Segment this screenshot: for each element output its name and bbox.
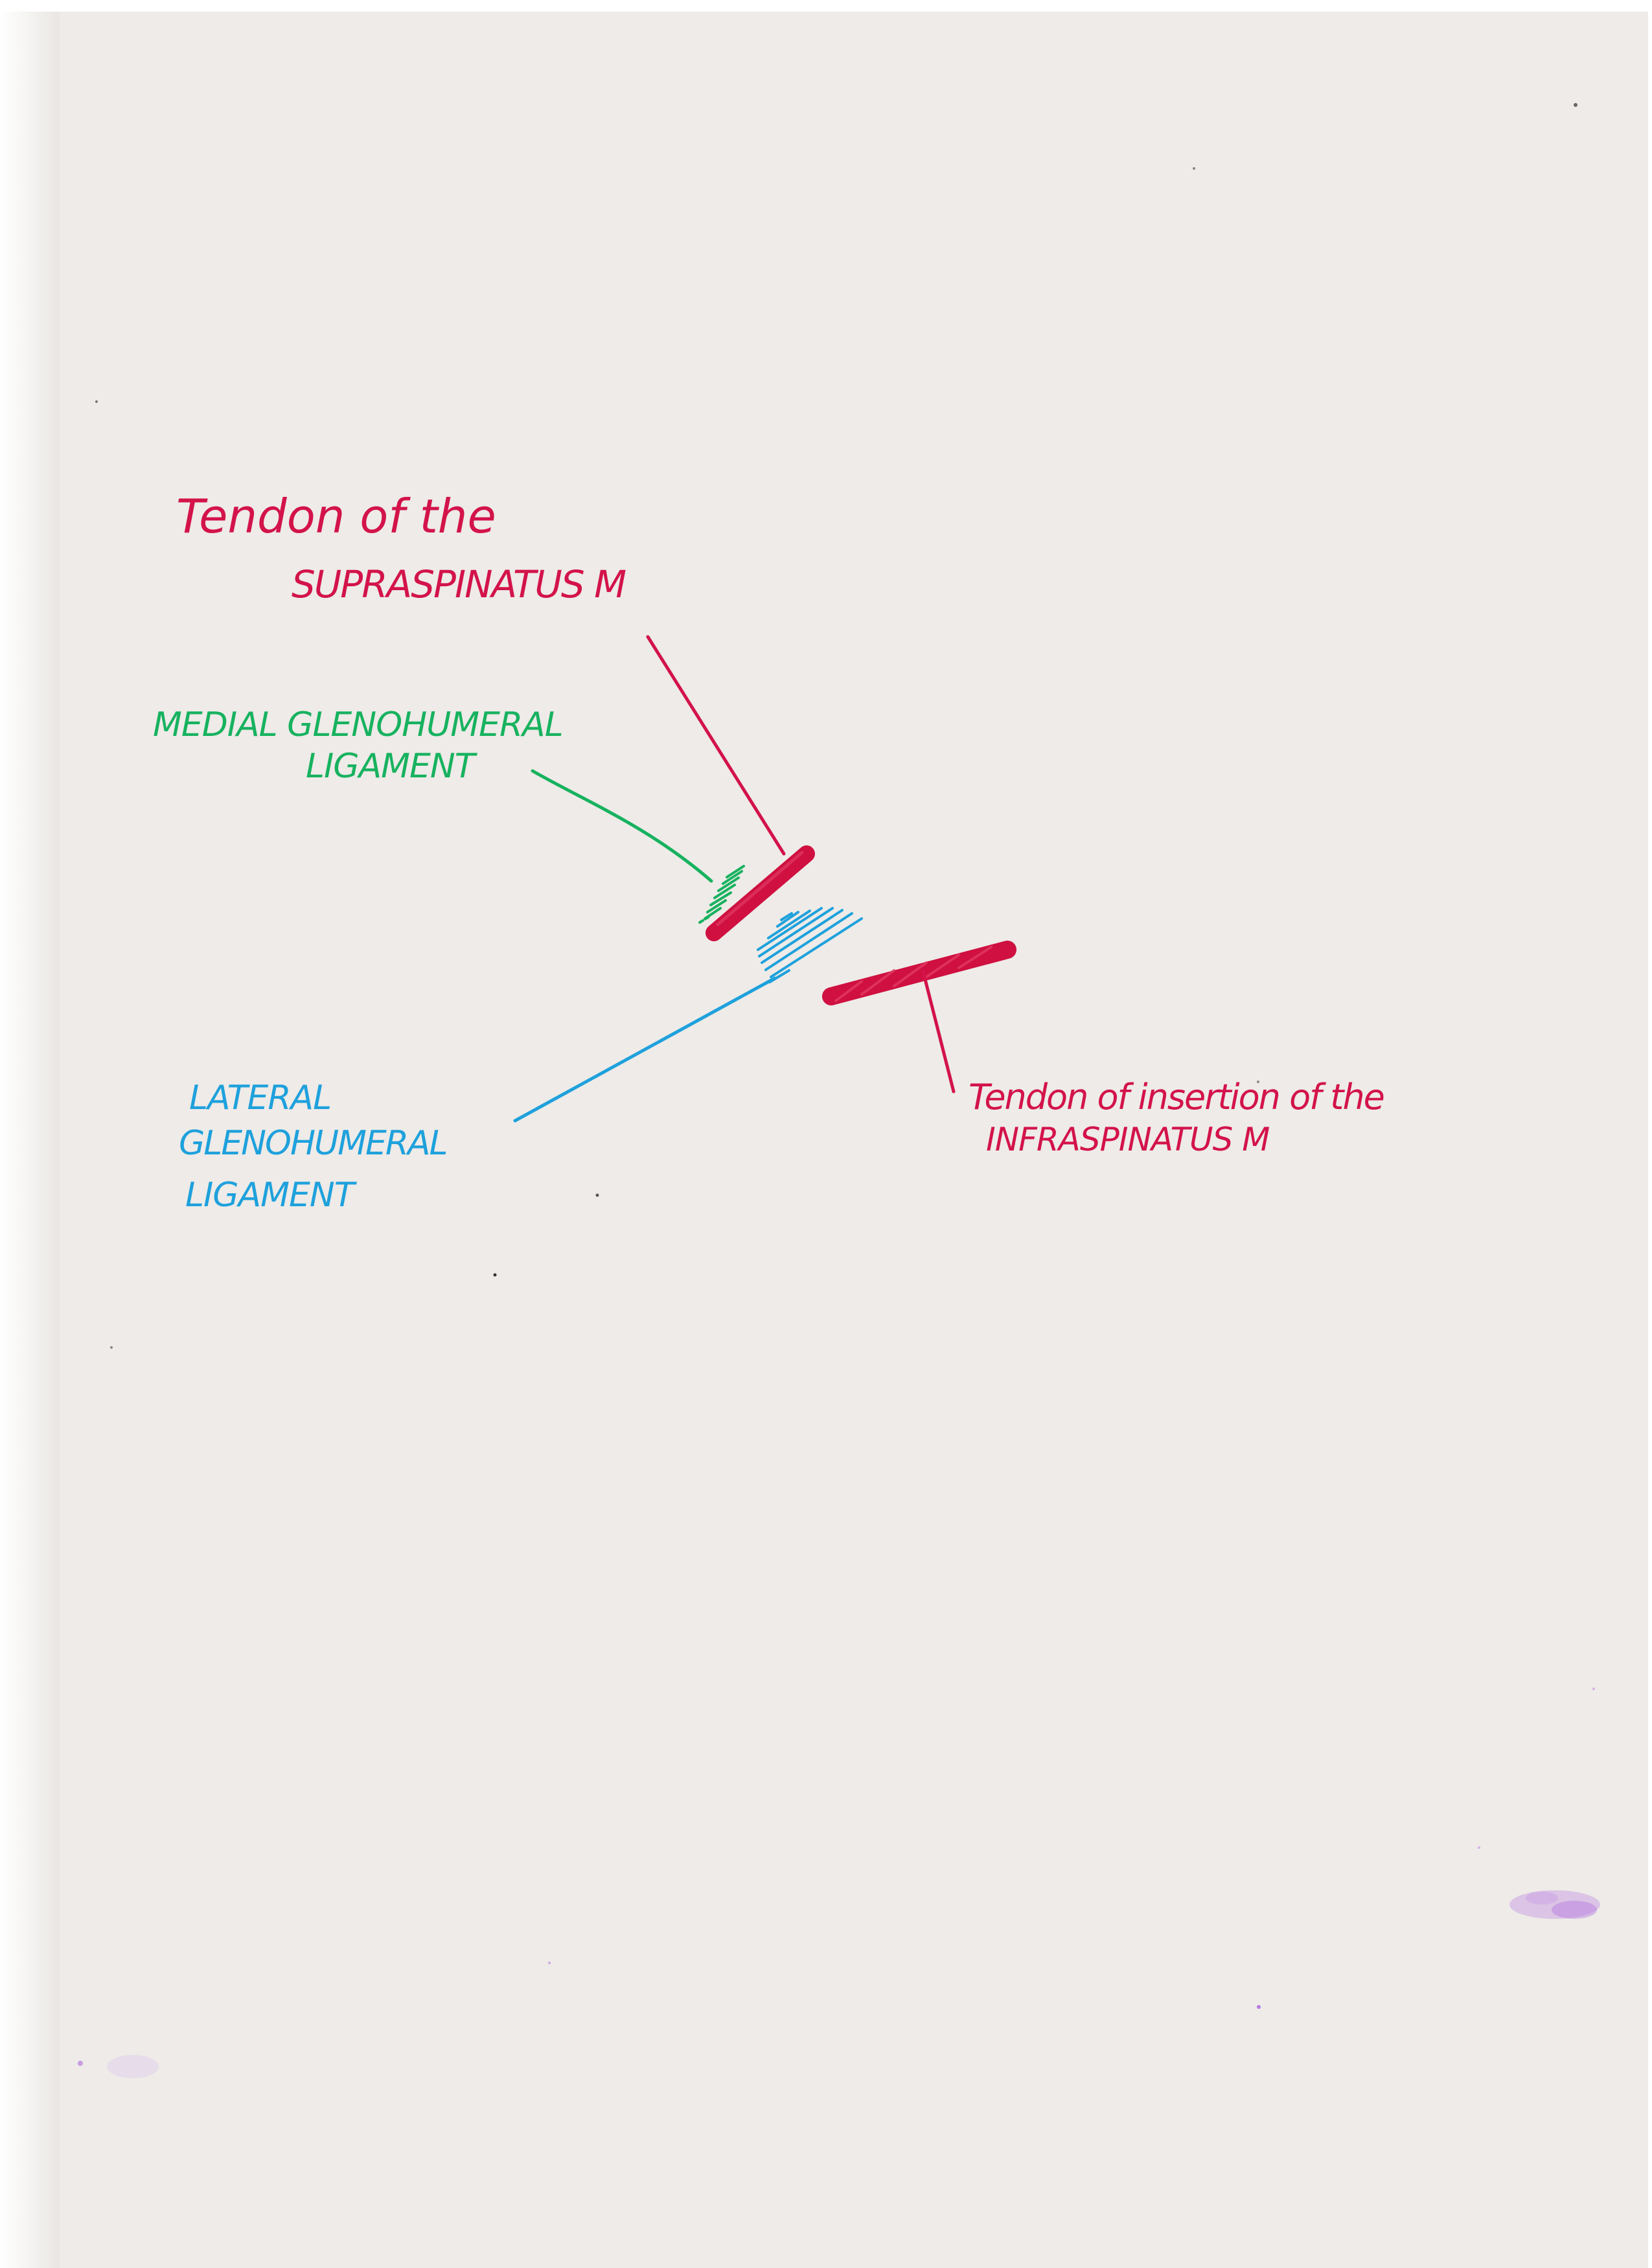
label-medial-line1: MEDIAL GLENOHUMERAL bbox=[153, 705, 563, 744]
lateral-leader-line bbox=[513, 976, 777, 1123]
infraspinatus-tendon-bar bbox=[822, 941, 1016, 1005]
label-infraspinatus: Tendon of insertion of the INFRASPINATUS… bbox=[969, 1077, 1385, 1158]
lateral-ligament-hatching bbox=[757, 907, 863, 983]
medial-ligament-hatching bbox=[698, 865, 745, 924]
scan-right-edge bbox=[1648, 0, 1652, 2268]
label-supraspinatus: Tendon of the SUPRASPINATUS M bbox=[176, 489, 627, 606]
label-infraspinatus-line1: Tendon of insertion of the bbox=[969, 1077, 1384, 1117]
scan-specks bbox=[78, 103, 1595, 2066]
label-medial-line2: LIGAMENT bbox=[306, 747, 478, 786]
supraspinatus-tendon-bar-highlight bbox=[716, 851, 804, 926]
supraspinatus-leader-line bbox=[646, 635, 786, 856]
label-lateral-line2: GLENOHUMERAL bbox=[179, 1124, 447, 1163]
scan-left-edge bbox=[0, 0, 60, 2268]
infraspinatus-tendon-structure bbox=[822, 941, 1016, 1094]
label-supraspinatus-line1: Tendon of the bbox=[176, 489, 496, 544]
label-lateral-line1: LATERAL bbox=[189, 1079, 331, 1117]
purple-smudge bbox=[107, 1890, 1600, 2078]
supraspinatus-tendon-bar bbox=[706, 845, 815, 941]
medial-glenohumeral-ligament-structure bbox=[531, 769, 745, 924]
label-lateral-glenohumeral-ligament: LATERAL GLENOHUMERAL LIGAMENT bbox=[179, 1079, 448, 1215]
scan-top-edge bbox=[0, 0, 1652, 12]
lateral-glenohumeral-ligament-structure bbox=[513, 907, 863, 1123]
infraspinatus-leader-line bbox=[921, 970, 956, 1094]
infraspinatus-tendon-hatching bbox=[834, 946, 992, 1002]
supraspinatus-tendon-structure bbox=[646, 635, 815, 941]
label-supraspinatus-line2: SUPRASPINATUS M bbox=[292, 562, 626, 606]
label-lateral-line3: LIGAMENT bbox=[185, 1176, 358, 1215]
label-medial-glenohumeral-ligament: MEDIAL GLENOHUMERAL LIGAMENT bbox=[153, 705, 564, 786]
label-infraspinatus-line2: INFRASPINATUS M bbox=[986, 1121, 1269, 1158]
medial-leader-line bbox=[531, 769, 713, 883]
